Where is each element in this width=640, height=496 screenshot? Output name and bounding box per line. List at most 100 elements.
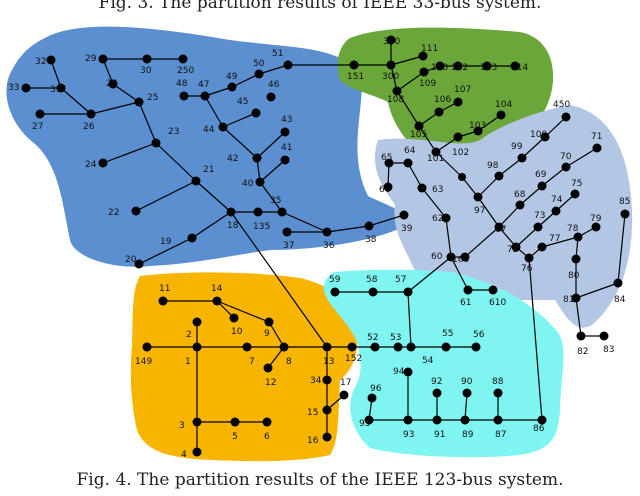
- bus-node-112: 112: [451, 61, 468, 73]
- edge-101-197: [435, 151, 463, 178]
- bus-dot: [367, 393, 377, 403]
- bus-node-85: 85: [619, 197, 630, 219]
- bus-node-15: 15: [307, 405, 332, 418]
- bus-node-84: 84: [613, 278, 626, 305]
- bus-node-20: 20: [125, 255, 144, 269]
- bus-label: 97: [474, 206, 485, 216]
- bus-node-64: 64: [403, 146, 416, 168]
- bus-node-111: 111: [418, 44, 438, 61]
- bus-node-63: 63: [417, 183, 443, 195]
- bus-dot: [322, 432, 332, 442]
- bus-node-33: 33: [8, 83, 31, 93]
- bus-dot: [192, 417, 202, 427]
- bus-node-22: 22: [108, 206, 141, 218]
- partition-zones: [6, 26, 633, 462]
- bus-node-42: 42: [227, 153, 262, 164]
- bus-node-105: 105: [410, 121, 427, 140]
- bus-label: 37: [283, 241, 294, 251]
- bus-dot: [573, 232, 583, 242]
- bus-dot: [417, 183, 427, 193]
- bus-label: 104: [495, 100, 512, 110]
- edge-77-78: [541, 236, 579, 248]
- bus-dot: [252, 153, 262, 163]
- bus-label: 72: [507, 245, 518, 255]
- bus-label: 77: [549, 234, 560, 244]
- bus-label: 5: [232, 432, 238, 442]
- bus-label: 55: [442, 329, 453, 339]
- edge-18-19: [191, 211, 232, 239]
- bus-dot: [386, 35, 396, 45]
- bus-dot: [537, 242, 547, 252]
- bus-label: 300: [382, 72, 399, 82]
- bus-dot: [462, 388, 472, 398]
- bus-dot: [571, 254, 581, 264]
- bus-label: 16: [307, 436, 319, 446]
- bus-node-6: 6: [262, 417, 272, 442]
- bus-label: 33: [8, 83, 19, 93]
- bus-label: 113: [480, 63, 497, 73]
- bus-dot: [537, 415, 547, 425]
- bus-node-1: 1: [185, 342, 202, 367]
- edge-108-105: [396, 90, 420, 127]
- bus-dot: [364, 415, 374, 425]
- bus-label: 78: [567, 224, 579, 234]
- bus-label: 13: [323, 357, 334, 367]
- bus-node-53: 53: [390, 333, 403, 352]
- bus-label: 92: [431, 377, 442, 387]
- bus-node-55: 55: [441, 329, 453, 352]
- bus-node-107: 107: [453, 85, 471, 107]
- bus-node-60: 60: [431, 252, 456, 262]
- bus-label: 89: [462, 430, 474, 440]
- bus-node-8: 8: [279, 342, 292, 367]
- bus-dot: [364, 221, 374, 231]
- bus-dot: [599, 331, 609, 341]
- bus-node-48: 48: [176, 79, 189, 101]
- bus-dot: [571, 293, 581, 303]
- edge-103-104: [477, 114, 502, 132]
- bus-node-52: 52: [367, 333, 380, 352]
- bus-dot: [482, 61, 492, 71]
- bus-label: 22: [108, 208, 119, 218]
- bus-node-24: 24: [85, 158, 108, 170]
- bus-dot: [226, 207, 236, 217]
- bus-dot: [613, 278, 623, 288]
- bus-label: 47: [198, 80, 209, 90]
- bus-label: 10: [231, 327, 243, 337]
- bus-node-26: 26: [83, 109, 96, 132]
- bus-dot: [533, 222, 543, 232]
- bus-node-59: 59: [329, 275, 341, 297]
- bus-node-106: 106: [434, 95, 451, 117]
- bus-dot: [98, 158, 108, 168]
- bus-dot: [591, 222, 601, 232]
- bus-node-90: 90: [461, 377, 473, 398]
- bus-label: 93: [403, 430, 414, 440]
- bus-label: 82: [577, 347, 588, 357]
- bus-label: 50: [253, 59, 265, 69]
- bus-dot: [403, 367, 413, 377]
- bus-dot: [131, 206, 141, 216]
- bus-dot: [251, 108, 261, 118]
- bus-dot: [349, 60, 359, 70]
- bus-node-39: 39: [399, 210, 413, 234]
- figure-caption-bottom: Fig. 4. The partition results of the IEE…: [76, 470, 564, 490]
- bus-node-92: 92: [431, 377, 442, 398]
- bus-dot: [510, 61, 520, 71]
- edge-36-38: [326, 225, 370, 233]
- edge-89-90: [464, 392, 468, 421]
- bus-label: 63: [432, 185, 443, 195]
- bus-node-18: 18: [226, 207, 239, 231]
- bus-node-98: 98: [487, 161, 504, 181]
- bus-label: 35: [270, 196, 281, 206]
- bus-label: 87: [495, 430, 506, 440]
- bus-label: 101: [427, 154, 444, 164]
- bus-dot: [187, 233, 197, 243]
- bus-label: 65: [381, 153, 392, 163]
- bus-label: 31: [50, 85, 61, 95]
- bus-label: 68: [514, 190, 526, 200]
- bus-node-75: 75: [570, 179, 582, 199]
- bus-dot: [56, 83, 66, 93]
- bus-label: 56: [473, 330, 485, 340]
- edge-67-68: [498, 204, 521, 228]
- bus-dot: [192, 447, 202, 457]
